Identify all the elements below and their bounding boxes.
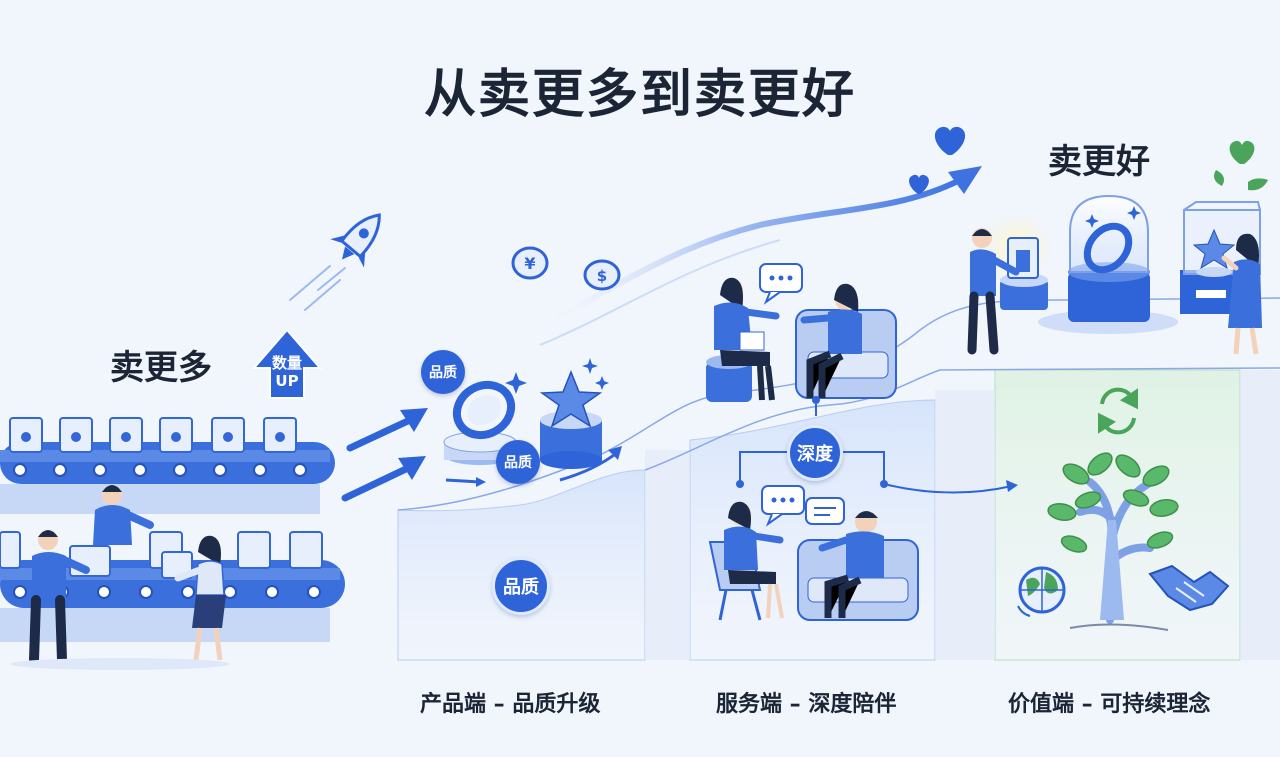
transition-arrows — [341, 408, 428, 502]
glass-dome-display — [1068, 194, 1150, 322]
speech-bubble-icon — [759, 263, 803, 305]
volume-up-badge: 数量 UP — [260, 354, 314, 390]
handshake-icon — [1148, 564, 1230, 612]
product-boxes-bottom — [0, 531, 323, 579]
rocket-icon — [330, 213, 381, 268]
footer-product: 产品端 – 品质升级 — [420, 692, 601, 717]
quality-badge: 品质 — [492, 557, 550, 615]
speech-bubble-lower-right — [805, 497, 845, 525]
coin-yuan-icon: ¥ — [511, 246, 549, 280]
quality-bubble-bottom: 品质 — [496, 440, 540, 484]
heading-sell-more: 卖更多 — [110, 348, 212, 388]
globe-icon — [1017, 566, 1066, 617]
shopper-woman — [1221, 233, 1262, 355]
svg-text:¥: ¥ — [524, 254, 535, 273]
quality-bubble-top: 品质 — [421, 350, 465, 394]
coin-dollar-icon: $ — [583, 259, 621, 291]
depth-badge: 深度 — [787, 425, 843, 481]
svg-text:$: $ — [597, 267, 607, 285]
growth-arrow — [517, 177, 963, 338]
heart-icon — [909, 126, 966, 194]
footer-value: 价值端 – 可持续理念 — [1008, 692, 1211, 717]
shopper-man — [967, 228, 1020, 355]
worker-figures — [29, 485, 226, 665]
consultation-scene-lower — [708, 501, 919, 621]
volume-up-line1: 数量 — [271, 354, 302, 372]
speech-bubble-lower-left — [761, 485, 805, 527]
heading-sell-better: 卖更好 — [1048, 142, 1150, 182]
tree-icon — [1047, 452, 1179, 631]
heart-green-icon — [1214, 140, 1268, 191]
footer-service: 服务端 – 深度陪伴 — [716, 692, 897, 717]
recycle-icon — [1098, 387, 1138, 435]
page-title: 从卖更多到卖更好 — [423, 65, 856, 125]
volume-up-line2: UP — [275, 372, 299, 390]
star-on-pedestal — [539, 369, 603, 469]
consultation-scene-upper — [706, 277, 897, 402]
volume-up-arrow — [251, 328, 323, 399]
